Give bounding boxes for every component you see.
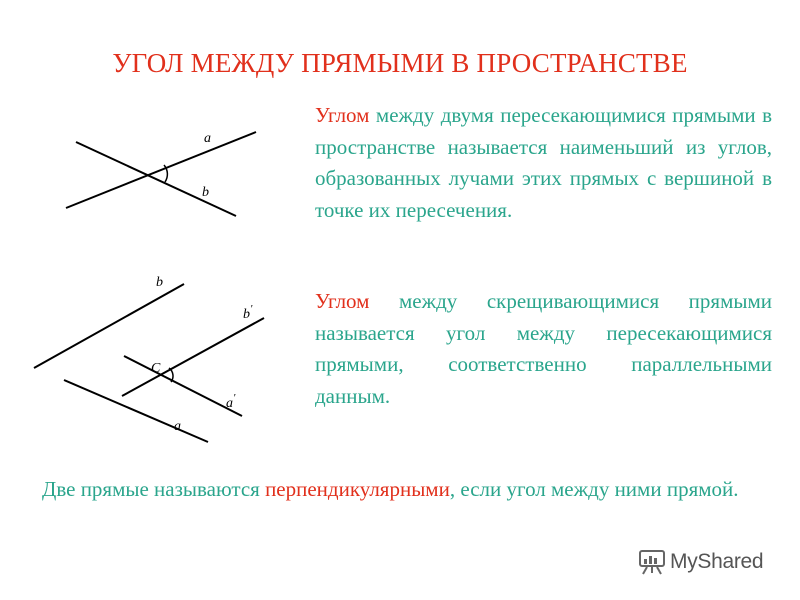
definition-text-after: , если угол между ними прямой. — [449, 477, 739, 501]
intersecting-lines-figure: a b — [65, 131, 257, 217]
line-b — [33, 283, 185, 369]
definition-text: между двумя пересекающимися прямыми в пр… — [315, 103, 772, 222]
label-b: b — [202, 185, 209, 200]
definition-perpendicular: Две прямые называются перпендикулярными,… — [42, 474, 787, 506]
definition-text-before: Две прямые называются — [42, 477, 266, 501]
definition-text: между скрещивающимися прямыми называется… — [315, 289, 772, 408]
definition-skew-lines: Углом между скрещивающимися прямыми назы… — [315, 286, 772, 412]
line-b-prime — [121, 317, 265, 397]
label-a: a — [174, 419, 181, 434]
skew-lines-figure: b b' C a' a — [33, 275, 265, 443]
definition-term: Углом — [315, 289, 370, 313]
label-b: b — [156, 275, 163, 290]
label-a-prime: a' — [226, 392, 236, 411]
line-a — [65, 131, 257, 209]
definition-intersecting-lines: Углом между двумя пересекающимися прямым… — [315, 100, 772, 226]
logo-text: MyShared — [670, 550, 764, 573]
myshared-logo[interactable]: MyShared — [638, 547, 764, 577]
angle-arc — [163, 164, 169, 183]
label-b-prime: b' — [243, 303, 253, 322]
definition-term: Углом — [315, 103, 370, 127]
line-a — [63, 379, 209, 443]
slide-title: УГОЛ МЕЖДУ ПРЯМЫМИ В ПРОСТРАНСТВЕ — [112, 48, 688, 78]
label-c: C — [151, 361, 161, 376]
presentation-icon — [639, 550, 665, 575]
angle-arc — [168, 367, 174, 383]
label-a: a — [204, 131, 211, 146]
line-b — [75, 141, 237, 217]
line-a-prime — [123, 355, 243, 417]
definition-term: перпендикулярными — [265, 477, 450, 501]
